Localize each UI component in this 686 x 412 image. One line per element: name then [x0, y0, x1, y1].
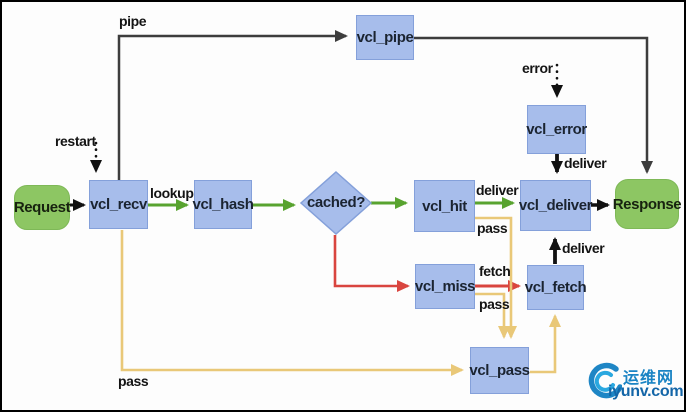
edge-hit-pass: [475, 216, 517, 339]
node-vcl-fetch-label: vcl_fetch: [524, 279, 587, 296]
node-cached-label: cached?: [306, 194, 366, 211]
edge-miss-pass: [475, 292, 510, 339]
watermark-site-name: 运维网: [623, 370, 675, 387]
node-vcl-pass-label: vcl_pass: [469, 362, 530, 379]
edge-label-pass-hit: pass: [477, 220, 508, 236]
edge-label-fetch: fetch: [479, 263, 511, 279]
edge-recv-pass: [120, 230, 464, 376]
node-vcl-miss-label: vcl_miss: [414, 278, 476, 295]
edge-label-restart: restart: [55, 133, 96, 149]
edge-label-deliver-hit: deliver: [476, 182, 519, 198]
edge-label-deliver-error: deliver: [564, 155, 607, 171]
cached-decision-shape: [299, 170, 373, 236]
edge-label-deliver-fetch: deliver: [562, 240, 605, 256]
node-vcl-deliver: vcl_deliver: [518, 180, 593, 231]
edge-cached-miss: [333, 235, 410, 292]
node-response-label: Response: [612, 195, 682, 213]
node-vcl-fetch: vcl_fetch: [524, 265, 587, 310]
node-vcl-recv-label: vcl_recv: [90, 196, 147, 213]
node-request: Request: [13, 185, 71, 230]
edge-label-pipe: pipe: [119, 13, 147, 29]
wave-swirl-logo-icon: [588, 362, 622, 399]
edge-label-lookup: lookup: [150, 185, 194, 201]
node-vcl-hit: vcl_hit: [414, 180, 475, 232]
edge-label-pass-miss: pass: [479, 296, 510, 312]
node-request-label: Request: [13, 199, 71, 216]
node-vcl-error-label: vcl_error: [526, 121, 587, 138]
node-vcl-hash-label: vcl_hash: [192, 196, 254, 213]
node-vcl-recv: vcl_recv: [89, 180, 148, 229]
node-vcl-pass: vcl_pass: [469, 347, 530, 394]
node-vcl-hash: vcl_hash: [192, 180, 254, 229]
node-vcl-pipe-label: vcl_pipe: [356, 29, 414, 46]
edge-recv-pipe: [117, 30, 348, 180]
edge-pass-fetch: [530, 314, 561, 374]
node-vcl-error: vcl_error: [526, 105, 587, 154]
node-vcl-deliver-label: vcl_deliver: [518, 197, 593, 214]
edge-label-pass-recv: pass: [118, 373, 149, 389]
edge-pipe-response: [414, 36, 653, 174]
node-response: Response: [612, 179, 682, 229]
node-vcl-hit-label: vcl_hit: [422, 197, 467, 215]
node-vcl-miss: vcl_miss: [415, 264, 475, 309]
edge-label-error: error: [522, 60, 553, 76]
site-watermark: 运维网 iyunv.com: [584, 358, 684, 408]
node-vcl-pipe: vcl_pipe: [356, 15, 414, 60]
watermark-site-url: iyunv.com: [608, 383, 684, 400]
